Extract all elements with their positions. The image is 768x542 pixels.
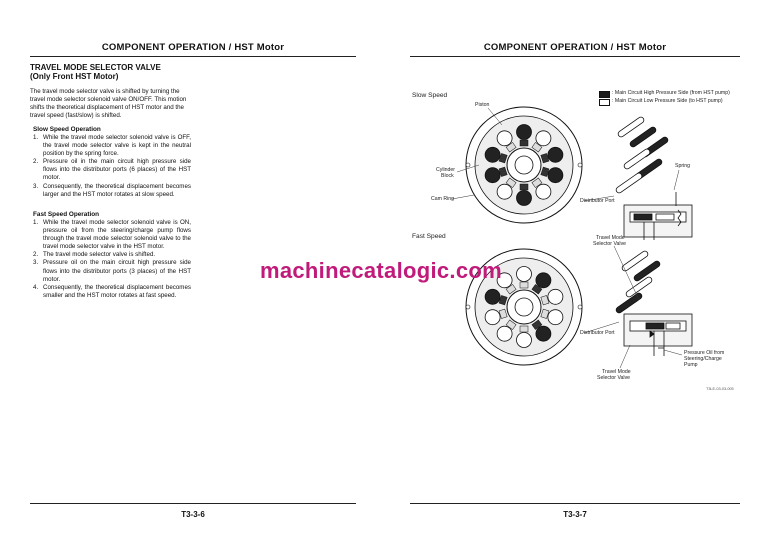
right-page: COMPONENT OPERATION / HST Motor : Main C… — [384, 0, 768, 542]
list-item: 2.The travel mode selector valve is shif… — [33, 251, 156, 259]
cylinder-bore — [531, 319, 543, 330]
piston-icon — [484, 167, 501, 184]
footer-rule — [30, 503, 356, 504]
piston-icon — [547, 146, 564, 163]
cylinder-bore — [531, 142, 543, 153]
cylinder-bore — [505, 319, 517, 330]
figure-code: T3LE-03-03-005 — [706, 387, 734, 391]
piston-icon — [484, 309, 501, 326]
piston-icon — [496, 130, 513, 147]
page-header: COMPONENT OPERATION / HST Motor — [483, 42, 667, 53]
cylinder-bore — [519, 183, 529, 191]
section-title: TRAVEL MODE SELECTOR VALVE (Only Front H… — [30, 63, 161, 81]
fast-speed-motor-diagram — [465, 248, 583, 366]
cylinder-bore — [519, 139, 529, 147]
travel-mode-valve-label-2: Selector Valve — [593, 241, 627, 247]
intro-paragraph: The travel mode selector valve is shifte… — [30, 88, 187, 120]
slow-speed-motor-diagram — [465, 106, 583, 224]
left-page: COMPONENT OPERATION / HST Motor TRAVEL M… — [30, 42, 356, 519]
fast-speed-heading: Fast Speed Operation — [33, 211, 100, 218]
travel-mode-valve-label-1: Travel Mode — [596, 235, 625, 241]
piston-icon — [547, 309, 564, 326]
travel-mode-valve-label-1: Travel Mode — [602, 369, 631, 375]
piston-icon — [516, 332, 532, 348]
page-header: COMPONENT OPERATION / HST Motor — [101, 42, 285, 53]
piston-icon — [496, 325, 513, 342]
footer-rule — [410, 503, 740, 504]
legend-high-swatch — [599, 91, 610, 98]
section-title-line2: (Only Front HST Motor) — [30, 72, 119, 81]
header-rule — [410, 56, 740, 57]
pressure-oil-label-2: Steering/Charge — [684, 356, 722, 362]
slow-speed-valve-section — [615, 116, 693, 240]
cam-ring-label: Cam Ring — [431, 196, 455, 202]
fast-speed-label: Fast Speed — [412, 233, 446, 240]
cylinder-bore — [498, 166, 508, 177]
piston-icon — [516, 190, 532, 206]
cylinder-bore — [505, 177, 517, 188]
list-item: 3.Consequently, the theoretical displace… — [33, 182, 191, 198]
leader-lines — [451, 107, 683, 369]
cylinder-bore — [540, 308, 550, 319]
page-number: T3-3-6 — [181, 510, 205, 519]
legend-high-label: : Main Circuit High Pressure Side (from … — [612, 90, 730, 96]
piston-icon — [516, 124, 532, 140]
list-item: 2.Pressure oil in the main circuit high … — [33, 158, 191, 182]
piston-icon — [496, 183, 513, 200]
section-title-line1: TRAVEL MODE SELECTOR VALVE — [30, 63, 161, 72]
list-item: 1.While the travel mode selector solenoi… — [33, 219, 191, 251]
cylinder-bore — [498, 153, 508, 164]
distributor-port-label: Distributor Port — [580, 198, 615, 204]
cylinder-block-label-2: Block — [441, 173, 454, 179]
fast-speed-steps: 1.While the travel mode selector solenoi… — [33, 219, 191, 300]
cylinder-bore — [531, 284, 543, 295]
page-number: T3-3-7 — [563, 510, 587, 519]
cylinder-bore — [505, 142, 517, 153]
list-item: 4.Consequently, the theoretical displace… — [33, 283, 191, 299]
piston-icon — [547, 167, 564, 184]
piston-icon — [535, 130, 552, 147]
cylinder-bore — [540, 295, 550, 306]
piston-icon — [535, 325, 552, 342]
cylinder-bore — [505, 284, 517, 295]
cylinder-bore — [519, 281, 529, 289]
cylinder-bore — [531, 177, 543, 188]
slow-speed-heading: Slow Speed Operation — [33, 126, 101, 133]
slow-speed-steps: 1.While the travel mode selector solenoi… — [33, 134, 191, 199]
legend-low-swatch — [599, 99, 610, 106]
watermark-text: machinecatalogic.com — [260, 258, 502, 283]
travel-mode-valve-label-2: Selector Valve — [597, 375, 631, 381]
piston-icon — [484, 288, 501, 305]
piston-icon — [516, 266, 532, 282]
piston-icon — [496, 272, 513, 289]
header-rule — [30, 56, 356, 57]
pressure-oil-label-1: Pressure Oil from — [684, 350, 725, 356]
pressure-oil-label-3: Pump — [684, 362, 698, 368]
slow-speed-label: Slow Speed — [412, 92, 448, 99]
cylinder-bore — [498, 308, 508, 319]
cylinder-bore — [540, 153, 550, 164]
spring-label: Spring — [675, 163, 690, 169]
list-item: 1.While the travel mode selector solenoi… — [33, 134, 191, 158]
cylinder-bore — [540, 166, 550, 177]
cylinder-bore — [519, 325, 529, 333]
piston-icon — [535, 183, 552, 200]
cylinder-bore — [498, 295, 508, 306]
fast-speed-valve-section — [615, 250, 693, 356]
piston-icon — [535, 272, 552, 289]
cylinder-block-label-1: Cylinder — [436, 167, 456, 173]
list-item: 3.Pressure oil on the main circuit high … — [33, 259, 191, 283]
legend-low-label: : Main Circuit Low Pressure Side (to HST… — [612, 98, 723, 104]
piston-icon — [484, 146, 501, 163]
piston-label: Piston — [475, 102, 490, 108]
piston-icon — [547, 288, 564, 305]
distributor-port-label: Distributor Port — [580, 330, 615, 336]
